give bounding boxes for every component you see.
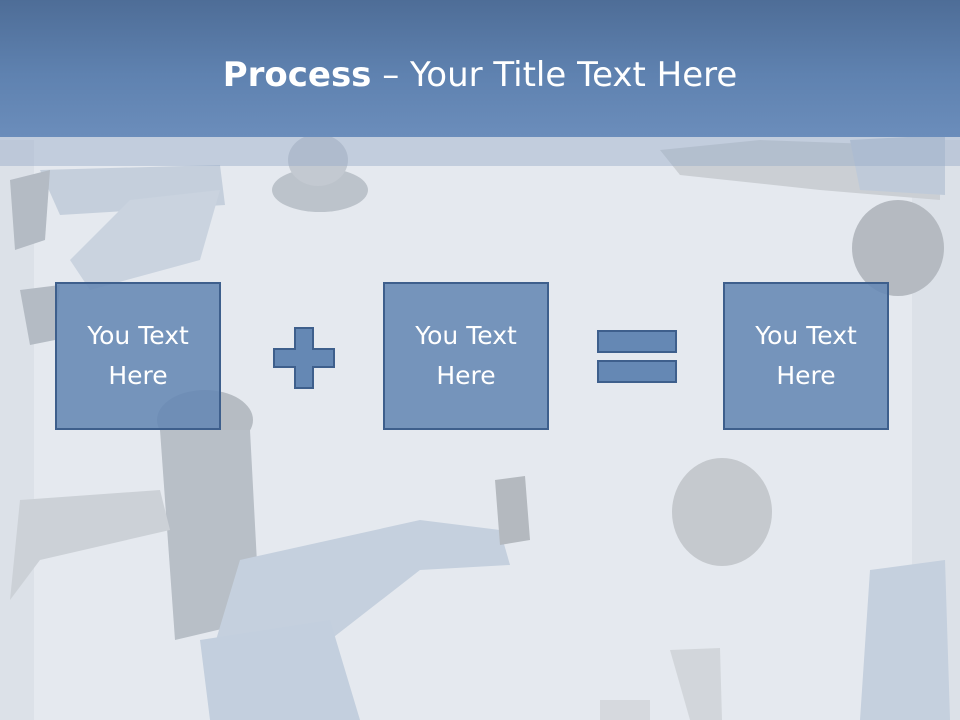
equals-icon [597, 330, 677, 383]
process-box-1-label: You Text Here [87, 321, 189, 390]
title-bar [0, 0, 960, 137]
process-box-2-label: You Text Here [415, 321, 517, 390]
slide-title: Process – Your Title Text Here [0, 50, 960, 100]
process-box-2[interactable]: You Text Here [383, 282, 549, 430]
process-box-3-label: You Text Here [755, 321, 857, 390]
title-rest-text: – Your Title Text Here [371, 55, 738, 95]
plus-icon [273, 327, 335, 389]
process-box-1[interactable]: You Text Here [55, 282, 221, 430]
title-strip [0, 137, 960, 166]
title-bold-text: Process [222, 55, 372, 95]
process-box-3[interactable]: You Text Here [723, 282, 889, 430]
